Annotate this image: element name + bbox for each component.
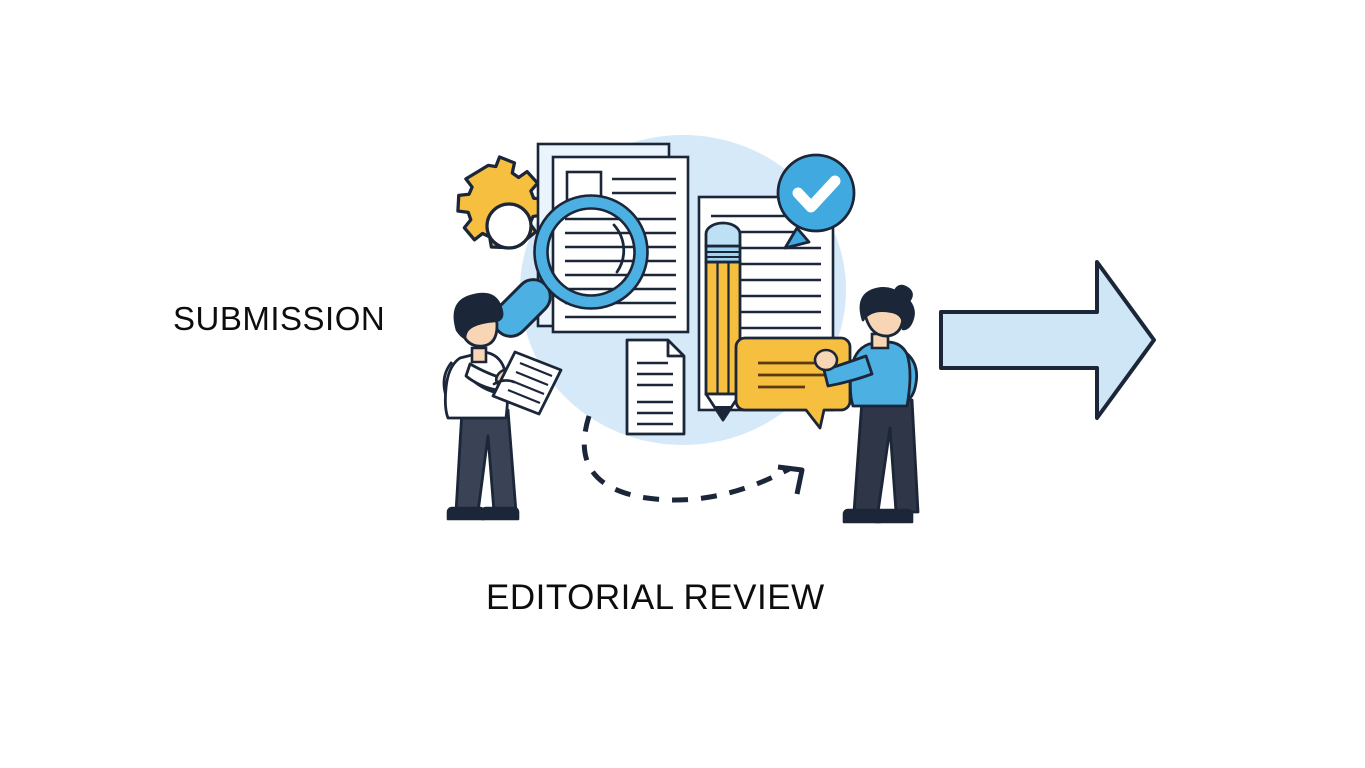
small-document-icon bbox=[625, 338, 686, 436]
editor-shoe-left bbox=[842, 508, 882, 524]
document-heading-lines bbox=[612, 177, 676, 195]
author-legs bbox=[454, 408, 518, 514]
author-shoe-left bbox=[446, 506, 486, 521]
dashed-curve-arrow bbox=[581, 415, 805, 503]
flow-arrow-right[interactable] bbox=[939, 260, 1156, 420]
check-bubble-icon[interactable] bbox=[776, 153, 856, 250]
label-submission: SUBMISSION bbox=[173, 300, 386, 337]
editor-shoe-right bbox=[874, 508, 914, 524]
author-shoe-right bbox=[480, 506, 520, 521]
editor-arm bbox=[822, 354, 874, 388]
small-document-lines bbox=[637, 361, 673, 426]
editor-hand bbox=[813, 348, 839, 372]
person-editor bbox=[813, 284, 920, 524]
person-author bbox=[442, 292, 563, 521]
checkmark-icon bbox=[792, 175, 841, 213]
editor-legs bbox=[852, 398, 920, 514]
gear-icon bbox=[456, 155, 546, 250]
editor-hair bbox=[859, 284, 915, 331]
dashed-arrow-head bbox=[777, 464, 805, 495]
magnifier-ring bbox=[534, 195, 648, 309]
magnifier-icon[interactable] bbox=[487, 194, 649, 344]
pencil-icon bbox=[704, 221, 742, 422]
magnifier-glint bbox=[612, 223, 626, 274]
label-editorial-review: EDITORIAL REVIEW bbox=[486, 578, 825, 617]
author-hair bbox=[453, 292, 504, 340]
